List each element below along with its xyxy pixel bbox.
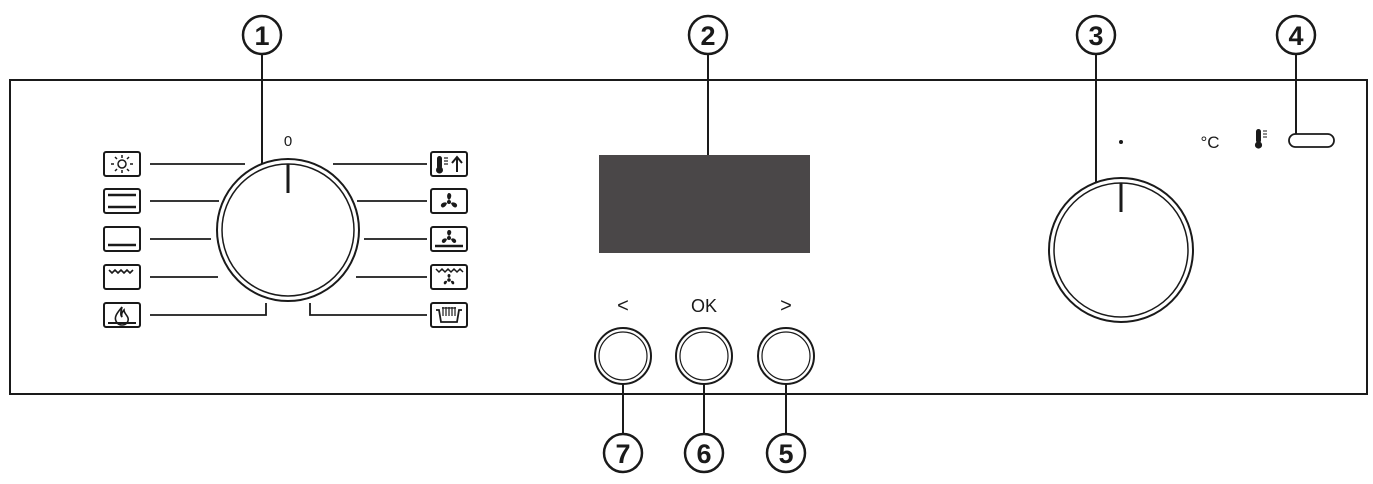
display-screen xyxy=(599,155,810,253)
prev-button-label: < xyxy=(617,295,629,317)
prev-button[interactable] xyxy=(594,327,652,385)
temperature-indicator-light xyxy=(1288,133,1335,148)
grill-icon xyxy=(103,264,141,290)
temperature-knob-marker-dot xyxy=(1119,140,1123,144)
pizza-flame-icon xyxy=(103,302,141,328)
function-knob-right-leaders xyxy=(309,163,427,316)
callout-6-number: 6 xyxy=(696,439,711,469)
callout-5-number: 5 xyxy=(778,439,793,469)
light-bulb-icon xyxy=(103,151,141,177)
callout-2: 2 xyxy=(687,14,729,173)
callout-6: 6 xyxy=(683,384,725,474)
callout-3-number: 3 xyxy=(1088,21,1103,51)
function-knob-left-leaders xyxy=(150,163,267,316)
callout-7-number: 7 xyxy=(615,439,630,469)
callout-4: 4 xyxy=(1275,14,1317,134)
callout-7: 7 xyxy=(602,384,644,474)
fan-bottom-heat-icon xyxy=(430,226,468,252)
bottom-heat-icon xyxy=(103,226,141,252)
callout-2-number: 2 xyxy=(700,21,715,51)
top-bottom-heat-icon xyxy=(103,188,141,214)
rapid-preheat-icon xyxy=(430,151,468,177)
thermometer-icon xyxy=(1254,129,1267,149)
ok-button[interactable] xyxy=(675,327,733,385)
function-selector-knob[interactable] xyxy=(216,158,360,302)
temperature-unit-label: °C xyxy=(1200,133,1219,152)
next-button-label: > xyxy=(780,295,792,317)
callout-1-number: 1 xyxy=(254,21,269,51)
fan-heat-icon xyxy=(430,188,468,214)
next-button[interactable] xyxy=(757,327,815,385)
callout-4-number: 4 xyxy=(1288,21,1303,51)
ok-button-label: OK xyxy=(691,296,717,316)
fan-grill-icon xyxy=(430,264,468,290)
function-knob-zero-label: 0 xyxy=(284,133,292,150)
temperature-knob[interactable] xyxy=(1048,177,1194,323)
defrost-icon xyxy=(430,302,468,328)
callout-5: 5 xyxy=(765,384,807,474)
